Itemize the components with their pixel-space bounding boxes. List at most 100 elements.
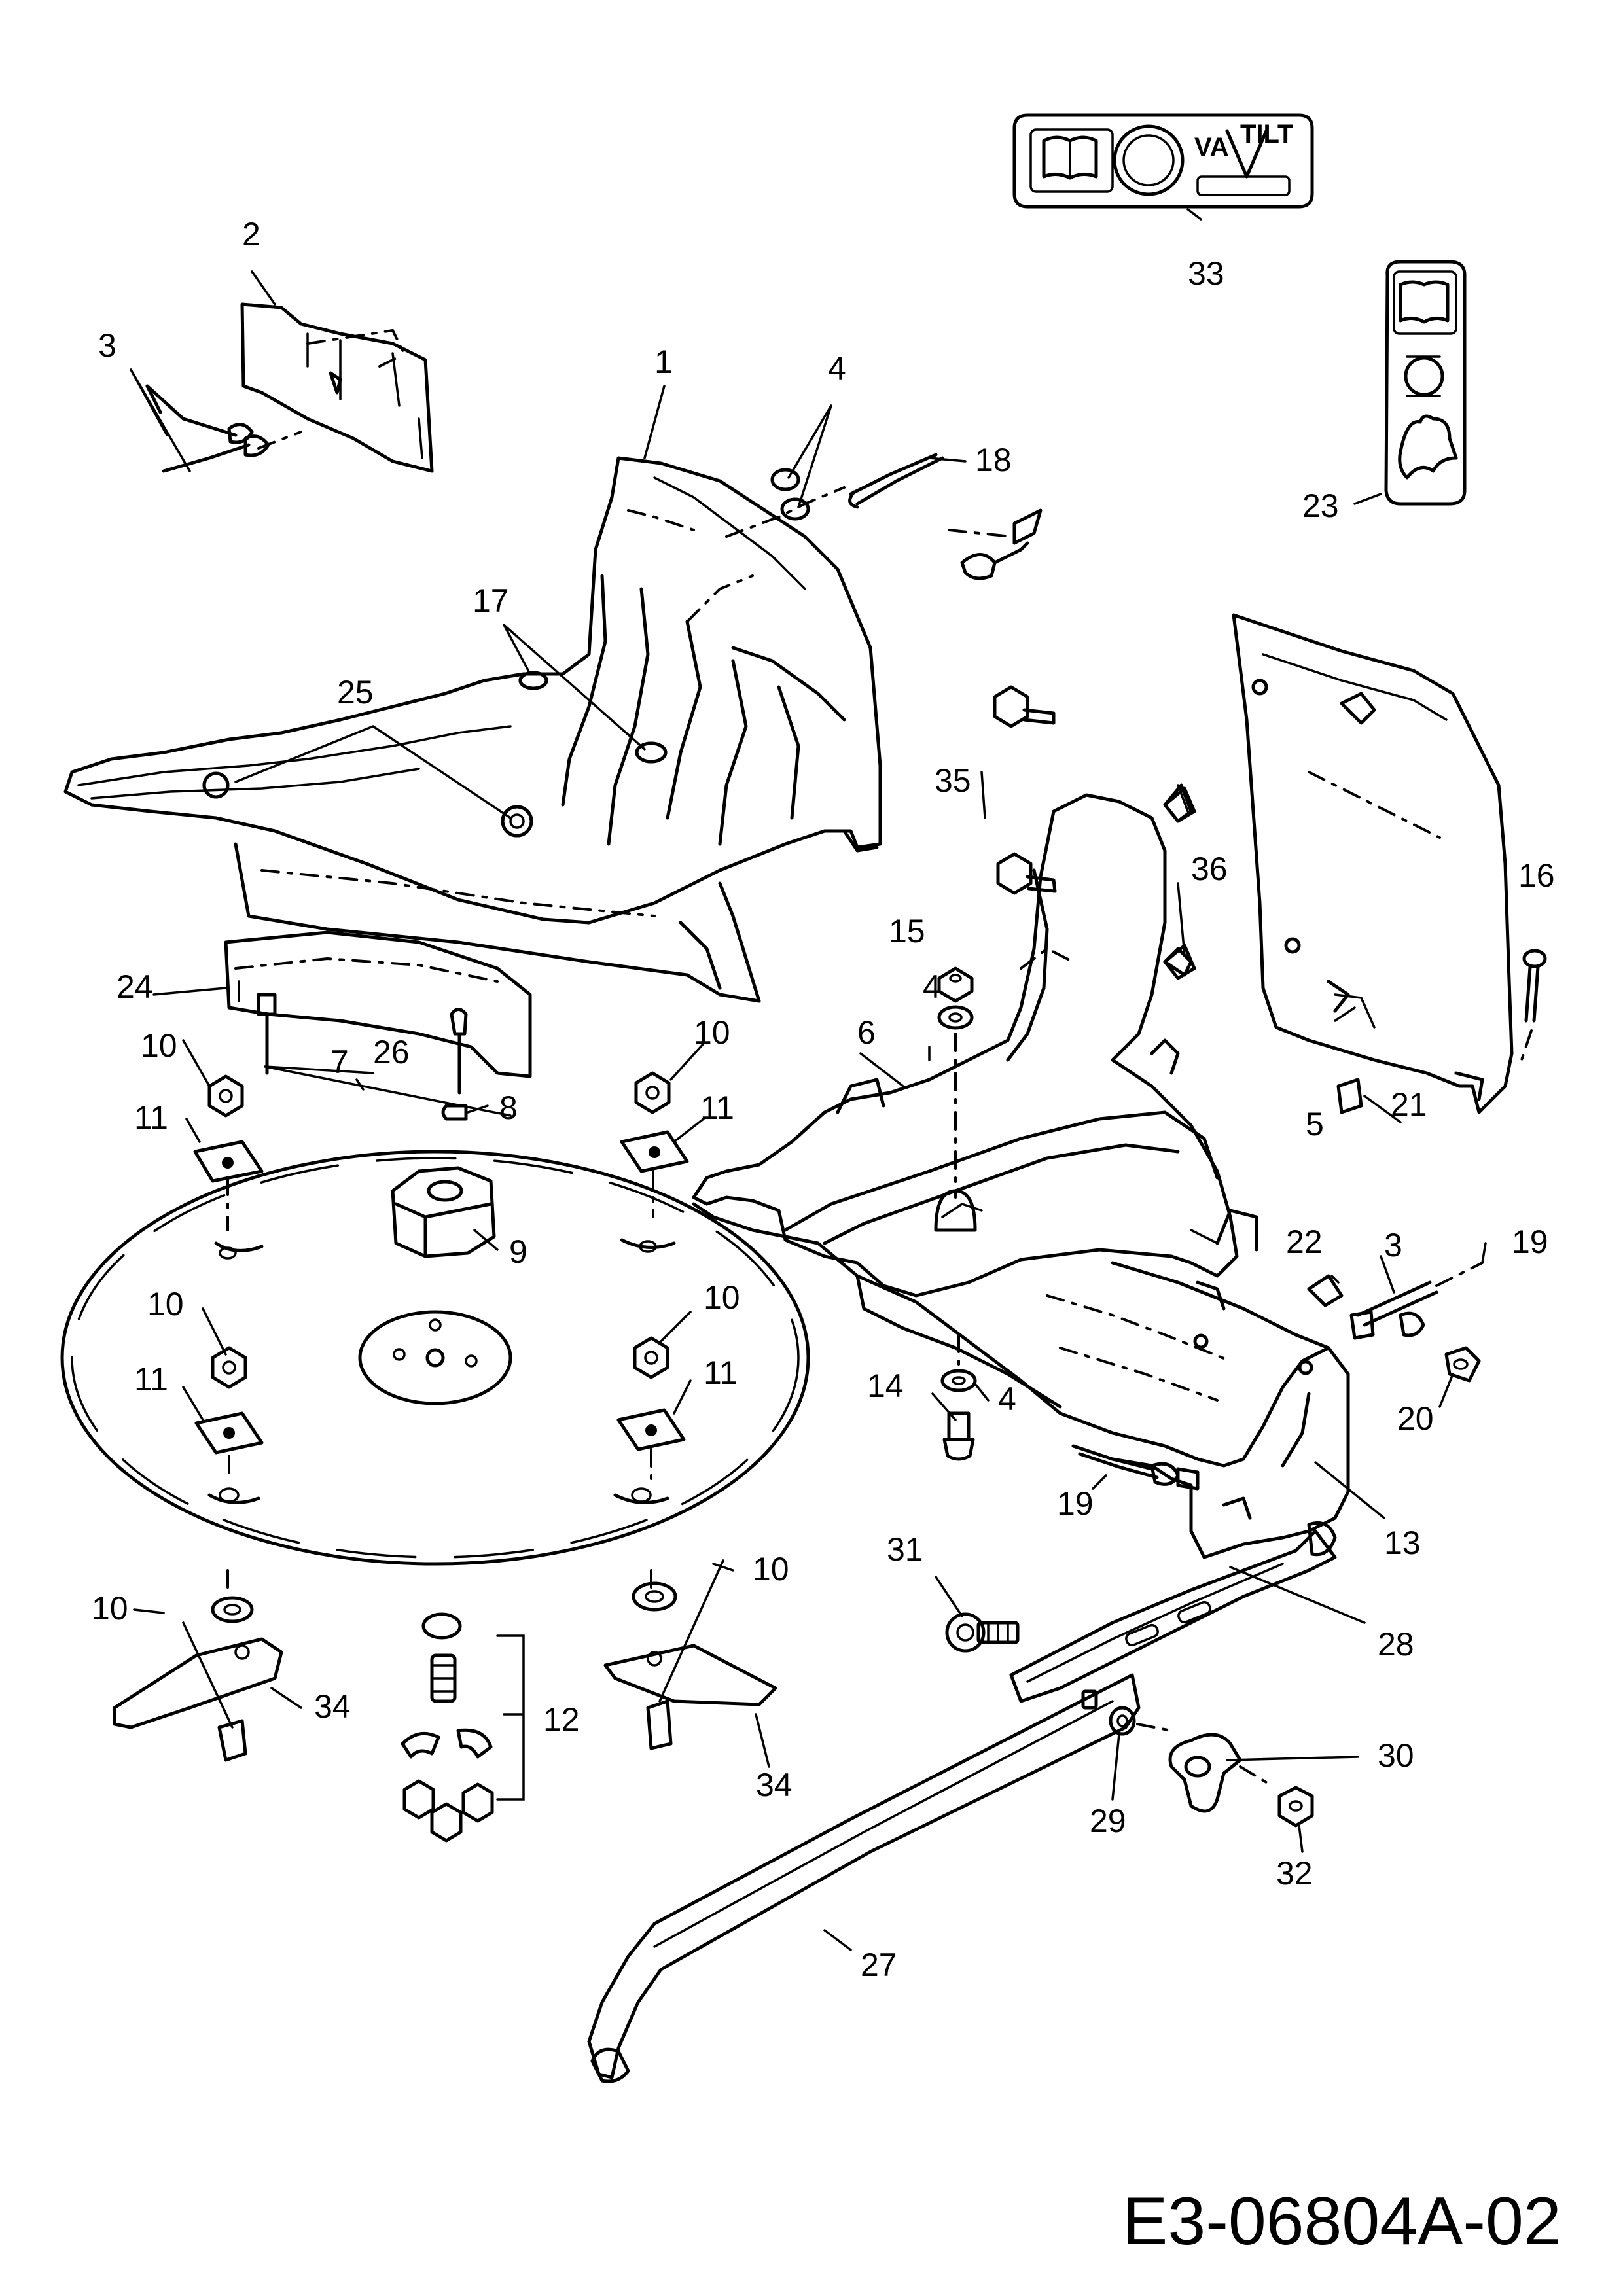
cotter-pin-shield <box>1520 949 1547 1061</box>
knob-nut <box>1277 1786 1314 1828</box>
blade-right <box>603 1559 777 1750</box>
washer-top <box>725 468 846 538</box>
clamp-plate-c <box>194 1411 264 1455</box>
nut-e <box>211 1596 254 1623</box>
label-wing-knob: 30 <box>1378 1737 1414 1774</box>
nut-b <box>634 1071 671 1114</box>
label-mounting-brackets: 36 <box>1191 851 1228 887</box>
cotter-pin-side <box>1071 1444 1200 1491</box>
label-washer-top: 4 <box>828 350 846 387</box>
hardware-kit <box>401 1612 525 1843</box>
tow-handle <box>587 1673 1141 2083</box>
lower-frame <box>692 1202 1350 1559</box>
deflector-flap <box>240 302 434 473</box>
label-washer-seat: 4 <box>923 968 941 1005</box>
nut-c <box>211 1346 247 1389</box>
label-cotter-pin-left: 3 <box>98 327 116 364</box>
label-blade-right: 34 <box>756 1767 793 1803</box>
hub-adapter <box>391 1166 496 1258</box>
label-hub-adapter: 9 <box>509 1233 527 1270</box>
label-cotter-pin-shield: 16 <box>1518 857 1555 894</box>
plug-bolt <box>1444 1346 1481 1383</box>
label-lock-nut-top: 15 <box>889 913 925 949</box>
lock-nut-top <box>937 966 974 1003</box>
label-plug-bolt: 20 <box>1397 1400 1434 1437</box>
label-carriage-bolt: 31 <box>887 1531 923 1568</box>
wing-knob <box>1168 1733 1274 1813</box>
nut-a <box>207 1074 244 1118</box>
label-hardware-kit: 12 <box>543 1701 580 1738</box>
label-clip-pin: 8 <box>499 1089 518 1126</box>
split-washer <box>1109 1706 1173 1736</box>
cotter-pin-right <box>162 431 302 473</box>
callout-labels: 1 2 3 3 4 4 4 5 6 7 8 9 10 10 10 10 10 1… <box>92 216 1555 1983</box>
carriage-bolt <box>945 1612 1020 1653</box>
washers-deck <box>518 671 668 764</box>
grommets <box>202 771 533 838</box>
leader-lines <box>130 208 1487 1951</box>
adjust-rail <box>1009 1521 1337 1703</box>
label-nut-b: 10 <box>694 1014 730 1051</box>
frame-bolts <box>993 685 1057 895</box>
label-side-shield: 5 <box>1306 1106 1324 1142</box>
label-deflector-flap: 2 <box>242 216 260 253</box>
cotter-pin-rear <box>848 453 1043 580</box>
label-spring-clip: 21 <box>1391 1086 1427 1123</box>
label-knob-nut: 32 <box>1276 1855 1313 1892</box>
label-split-washer: 29 <box>1090 1803 1126 1839</box>
clamp-plate-d <box>616 1408 686 1451</box>
label-nut-c: 10 <box>147 1286 184 1322</box>
label-cotter-pin-side: 19 <box>1512 1224 1548 1260</box>
label-mower-deck-housing: 1 <box>654 344 673 380</box>
rivets <box>257 993 468 1095</box>
label-washers-deck: 17 <box>473 582 509 619</box>
label-shoulder-bolt: 14 <box>867 1368 904 1404</box>
label-warning-decal-vertical: 23 <box>1302 487 1339 524</box>
label-cotter-pin-frame: 19 <box>1057 1485 1094 1522</box>
label-blade-disc: 7 <box>330 1044 349 1080</box>
nut-f <box>632 1581 677 1612</box>
label-clamp-plate-c: 11 <box>134 1361 168 1398</box>
blade-left <box>113 1621 283 1762</box>
drawing-code: E3-06804A-02 <box>1122 2183 1561 2259</box>
clamp-plate-a <box>193 1140 264 1183</box>
washer-lower <box>940 1333 977 1392</box>
warning-decal-vertical <box>1384 260 1467 506</box>
label-clip-nut: 22 <box>1286 1224 1323 1260</box>
label-front-skirt: 24 <box>116 968 153 1005</box>
decal-brand-mark: VA <box>1194 133 1229 162</box>
label-nut-d: 10 <box>704 1279 740 1316</box>
label-tow-handle: 27 <box>861 1947 897 1983</box>
label-warning-decal-horizontal: 33 <box>1188 255 1224 292</box>
label-rivets: 26 <box>373 1034 410 1070</box>
warning-decal-horizontal: VA TILT <box>1012 113 1314 209</box>
clamp-plate-b <box>620 1130 689 1173</box>
side-shield <box>1232 613 1514 1114</box>
label-clamp-plate-a: 11 <box>134 1099 168 1136</box>
spring-clip <box>1336 1078 1363 1114</box>
clip-pin <box>441 1104 468 1121</box>
washer-seat <box>937 1005 974 1199</box>
label-clamp-plate-b: 11 <box>700 1089 734 1126</box>
label-frame-bolts: 35 <box>935 762 971 799</box>
label-grommets: 25 <box>337 674 374 711</box>
label-nut-e: 10 <box>92 1590 128 1627</box>
blade-disc <box>60 1150 810 1566</box>
cotter-pin-left <box>145 384 254 444</box>
mounting-brackets <box>1163 786 1196 980</box>
label-cotter-pin-rear: 18 <box>975 442 1012 478</box>
nut-d <box>633 1336 669 1379</box>
chassis-frame <box>692 783 1258 1298</box>
label-chassis-frame: 6 <box>857 1014 876 1051</box>
label-clamp-plate-d: 11 <box>704 1354 738 1391</box>
decal-brand-mark-2: TILT <box>1240 120 1293 149</box>
label-cotter-pin-right: 3 <box>1384 1227 1402 1263</box>
cotter-pin-frame <box>1349 1262 1484 1340</box>
label-blade-left: 34 <box>314 1688 351 1725</box>
label-lower-frame: 13 <box>1384 1525 1421 1561</box>
label-washer-lower: 4 <box>998 1381 1016 1417</box>
clip-nut <box>1307 1274 1344 1307</box>
label-adjust-rail: 28 <box>1378 1626 1414 1663</box>
label-nut-a: 10 <box>141 1027 177 1064</box>
